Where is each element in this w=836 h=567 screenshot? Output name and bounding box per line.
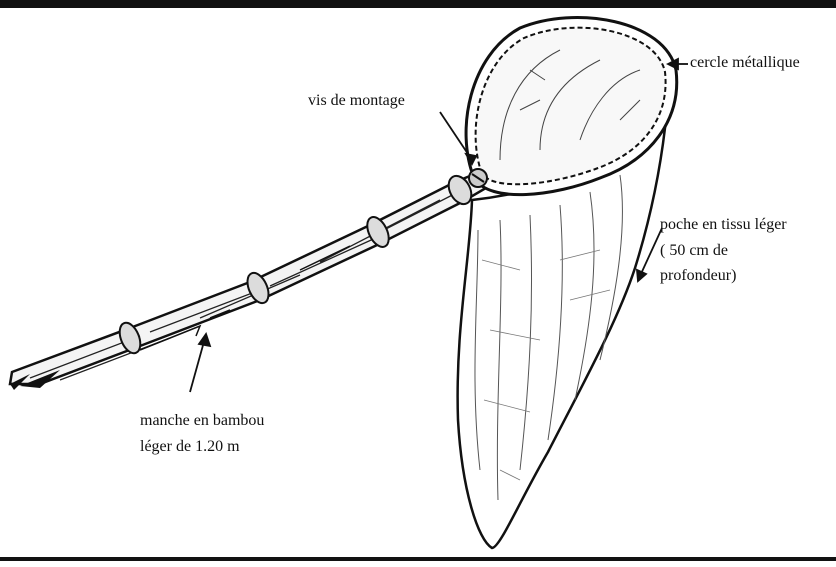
label-net-bag-line2: ( 50 cm de (660, 238, 787, 264)
label-bamboo-handle-line2: léger de 1.20 m (140, 434, 264, 460)
label-bamboo-handle-line1: manche en bambou (140, 408, 264, 434)
label-net-bag-line1: poche en tissu léger (660, 212, 787, 238)
label-net-bag: poche en tissu léger ( 50 cm de profonde… (660, 212, 787, 289)
mounting-screw (469, 169, 487, 187)
label-mounting-screw: vis de montage (308, 88, 405, 114)
bottom-border (0, 557, 836, 561)
label-net-bag-line3: profondeur) (660, 263, 787, 289)
label-bamboo-handle: manche en bambou léger de 1.20 m (140, 408, 264, 459)
label-mounting-screw-text: vis de montage (308, 92, 405, 109)
bamboo-handle (10, 172, 486, 390)
top-border (0, 0, 836, 8)
label-metal-ring-text: cercle métallique (690, 54, 800, 71)
leader-handle (190, 338, 205, 392)
label-metal-ring: cercle métallique (690, 50, 800, 76)
